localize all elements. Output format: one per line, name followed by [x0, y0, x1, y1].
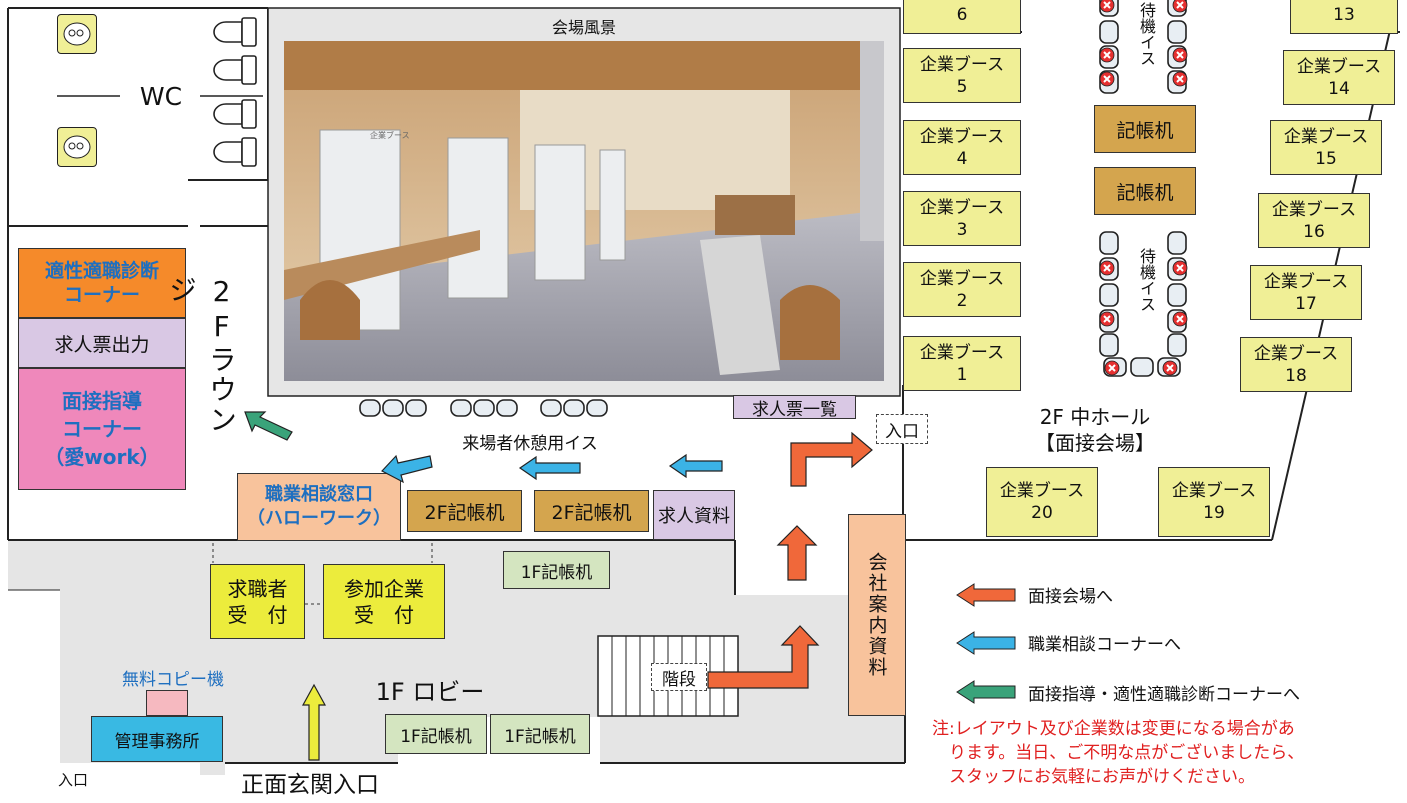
guidance-arrow — [244, 411, 293, 441]
hall-title: 2F 中ホール — [1039, 404, 1151, 429]
hall-subtitle: 【面接会場】 — [1035, 430, 1155, 455]
legend-label-consult: 職業相談コーナーへ — [1028, 635, 1181, 655]
company-booth-19: 企業ブース 19 — [1158, 467, 1270, 537]
company-info-materials: 会社案内資料 — [848, 514, 906, 716]
waiting-chairs-label: 待機イス — [1137, 2, 1156, 66]
company-booth-16: 企業ブース 16 — [1258, 193, 1370, 248]
svg-text:企業ブース: 企業ブース — [370, 130, 410, 140]
legend-arrow-green — [956, 680, 1016, 704]
company-booth-3: 企業ブース 3 — [903, 191, 1021, 246]
signing-desk-1f: 1F記帳机 — [385, 714, 487, 754]
job-print-corner: 求人票出力 — [18, 318, 186, 368]
job-materials: 求人資料 — [653, 490, 735, 540]
wc-label: WC — [139, 81, 183, 111]
hall-entrance-label: 入口 — [876, 414, 928, 444]
lobby-label: 1F ロビー — [375, 677, 485, 706]
company-booth-14: 企業ブース 14 — [1283, 50, 1395, 105]
job-consultation-window: 職業相談窓口 （ハローワーク） — [237, 473, 401, 541]
hall-signing-desk: 記帳机 — [1094, 167, 1196, 215]
signing-desk-2f: 2F記帳机 — [534, 490, 649, 532]
main-entrance-label: 正面玄関入口 — [241, 772, 379, 798]
legend-arrow-blue — [956, 631, 1016, 655]
rest-chairs-label: 来場者休憩用イス — [462, 433, 598, 454]
legend-label-guidance: 面接指導・適性適職診断コーナーへ — [1028, 685, 1300, 705]
aptitude-corner: 適性適職診断 コーナー — [18, 248, 186, 318]
job-listing-board: 求人票一覧 — [733, 395, 856, 420]
hall-arrow-up — [776, 525, 818, 581]
company-booth-20: 企業ブース 20 — [986, 467, 1098, 537]
company-booth-13: 13 — [1290, 0, 1398, 34]
company-booth-15: 企業ブース 15 — [1270, 120, 1382, 175]
company-booth-4: 企業ブース 4 — [903, 120, 1021, 175]
interview-guidance-corner: 面接指導 コーナー （愛work） — [18, 368, 186, 490]
consult-arrow-1 — [381, 454, 433, 484]
stairs-arrow — [707, 625, 820, 689]
admin-office: 管理事務所 — [91, 716, 223, 762]
hall-arrow-turn — [790, 431, 873, 487]
stairs-label: 階段 — [651, 663, 707, 691]
company-booth-1: 企業ブース 1 — [903, 336, 1021, 391]
photo-caption: 会場風景 — [551, 18, 616, 37]
legend-arrow-orange — [956, 583, 1016, 607]
waiting-chairs-label: 待機イス — [1137, 248, 1156, 312]
signing-desk-1f: 1F記帳机 — [503, 551, 610, 589]
jobseeker-reception: 求職者 受 付 — [210, 564, 305, 639]
wc-sink-icon — [57, 127, 97, 167]
signing-desk-2f: 2F記帳机 — [407, 490, 522, 532]
legend-label-interview: 面接会場へ — [1028, 587, 1113, 607]
side-entrance-label: 入口 — [57, 770, 88, 789]
company-booth-6: 6 — [903, 0, 1021, 34]
entrance-arrow — [301, 683, 327, 761]
lounge-label: 2Fラウンジ — [165, 275, 238, 435]
company-booth-5: 企業ブース 5 — [903, 48, 1021, 103]
company-booth-2: 企業ブース 2 — [903, 262, 1021, 317]
company-booth-17: 企業ブース 17 — [1250, 265, 1362, 320]
layout-note: 注:レイアウト及び企業数は変更になる場合があ ります。当日、ご不明な点がございま… — [932, 719, 1305, 787]
wc-sink-icon — [57, 14, 97, 54]
signing-desk-1f: 1F記帳机 — [490, 714, 590, 754]
company-booth-18: 企業ブース 18 — [1240, 337, 1352, 392]
consult-arrow-3 — [668, 453, 723, 479]
copy-machine-icon — [146, 690, 188, 716]
copy-machine-label: 無料コピー機 — [122, 669, 224, 690]
hall-signing-desk: 記帳机 — [1094, 105, 1196, 153]
consult-arrow-2 — [518, 455, 581, 481]
company-reception: 参加企業 受 付 — [323, 564, 445, 639]
